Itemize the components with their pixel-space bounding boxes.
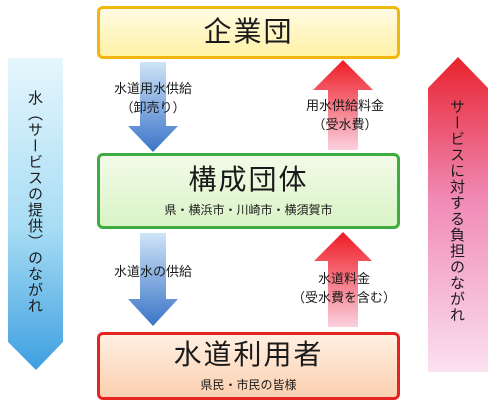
member-organizations-subtitle: 県・横浜市・川崎市・横須賀市	[164, 202, 333, 217]
water-users-subtitle: 県民・市民の皆様	[200, 377, 297, 392]
supply-label-top: 水道用水供給 （卸売り）	[113, 82, 192, 116]
member-organizations-title: 構成団体	[188, 163, 309, 197]
water-users-box: 水道利用者 県民・市民の皆様	[97, 332, 400, 400]
payment-label-bottom: 水道料金 （受水費を含む）	[291, 272, 396, 306]
left-flow-label: 水（サービスの提供）のながれ	[26, 90, 44, 314]
right-flow-label: サービスに対する負担のながれ	[448, 99, 466, 323]
water-users-title: 水道利用者	[173, 338, 324, 372]
corporation-box: 企業団	[97, 6, 400, 59]
corporation-title: 企業団	[203, 15, 294, 49]
supply-label-bottom: 水道水の供給	[113, 265, 192, 280]
member-organizations-box: 構成団体 県・横浜市・川崎市・横須賀市	[97, 153, 400, 229]
payment-label-top: 用水供給料金 （受水費）	[305, 99, 384, 133]
